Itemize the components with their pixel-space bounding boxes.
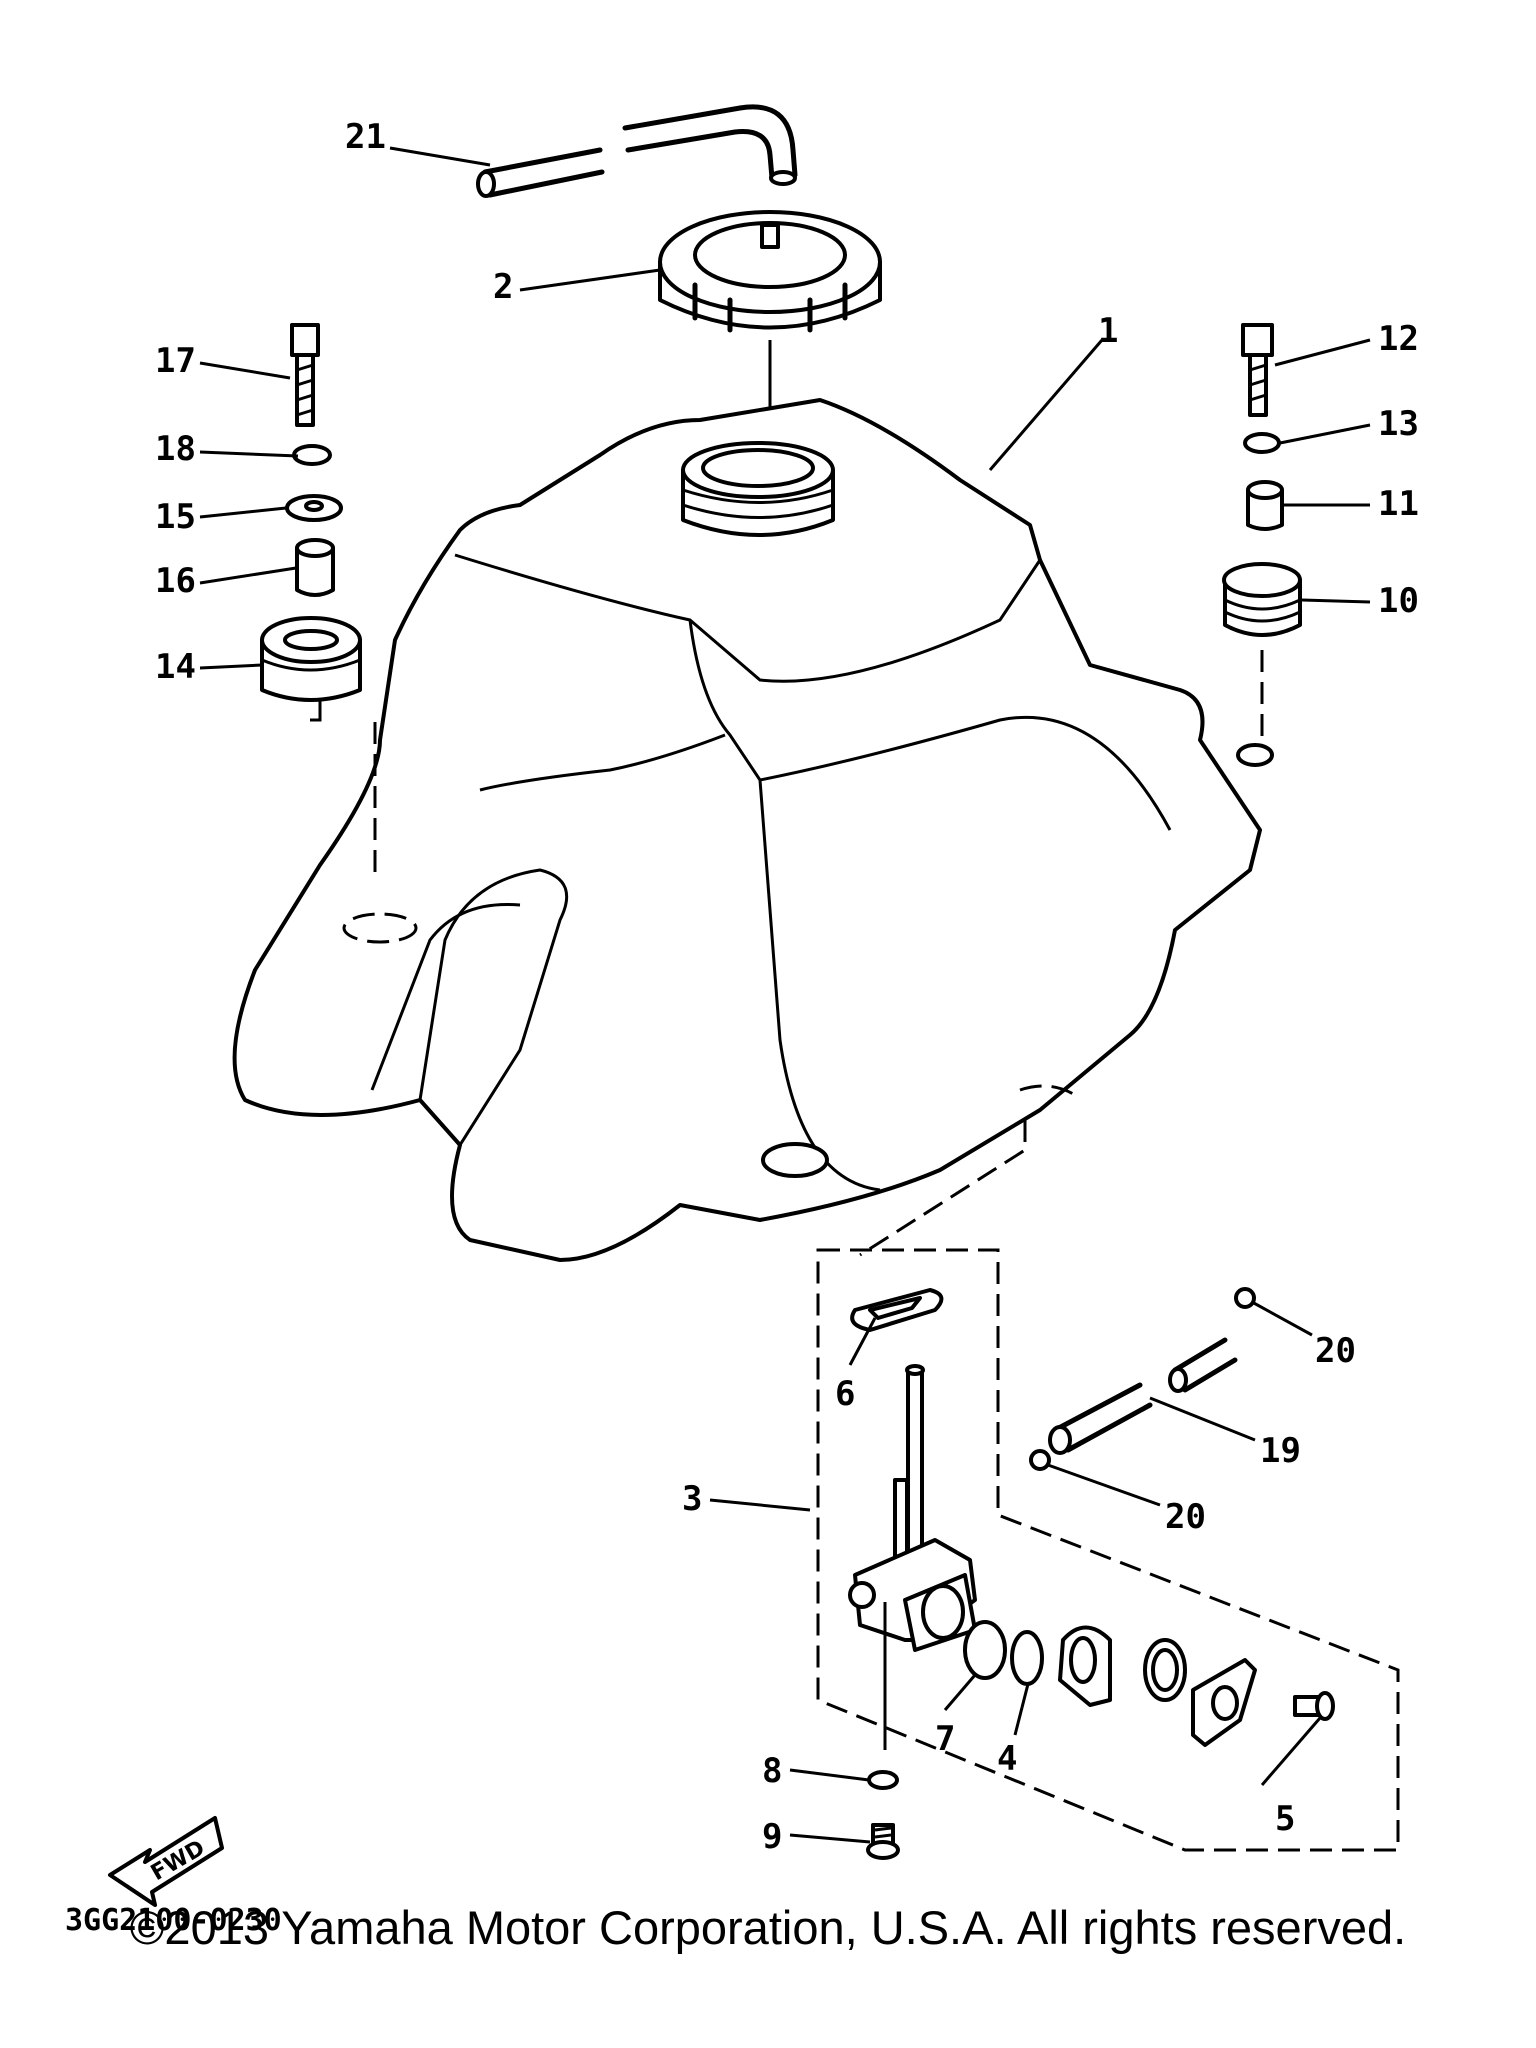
leader-lines (199, 146, 1371, 1844)
callout-2: 2 (493, 267, 513, 307)
callout-20a: 20 (1315, 1331, 1356, 1371)
callout-labels: 21 2 1 17 18 15 16 14 12 13 11 10 3 6 20… (155, 117, 1419, 1857)
callout-15: 15 (155, 497, 196, 537)
callout-8: 8 (762, 1751, 782, 1791)
callout-16: 16 (155, 561, 196, 601)
callout-4: 4 (997, 1739, 1017, 1779)
callout-3: 3 (682, 1479, 702, 1519)
fuel-hose-and-clips (1029, 1287, 1256, 1471)
callout-11: 11 (1378, 484, 1419, 524)
callout-12: 12 (1378, 319, 1419, 359)
callout-1: 1 (1098, 311, 1118, 351)
callout-19: 19 (1260, 1431, 1301, 1471)
drawing-code: 3GG2100-0230 (65, 1903, 282, 1938)
callout-9: 9 (762, 1817, 782, 1857)
callout-17: 17 (155, 341, 196, 381)
callout-10: 10 (1378, 581, 1419, 621)
callout-13: 13 (1378, 404, 1419, 444)
fuel-cock-assembly (816, 1120, 1400, 1860)
callout-20b: 20 (1165, 1497, 1206, 1537)
fwd-arrow-icon: FWD (108, 1816, 224, 1907)
vent-hose (476, 104, 798, 198)
callout-14: 14 (155, 647, 196, 687)
callout-21: 21 (345, 117, 386, 157)
callout-6: 6 (835, 1374, 855, 1414)
callout-7: 7 (935, 1719, 955, 1759)
copyright-notice: ©2013 Yamaha Motor Corporation, U.S.A. A… (129, 1901, 1407, 1954)
callout-18: 18 (155, 429, 196, 469)
right-mount-hardware (1222, 323, 1302, 740)
fuel-tank (232, 398, 1274, 1262)
callout-5: 5 (1275, 1799, 1295, 1839)
left-mount-hardware (260, 323, 377, 880)
